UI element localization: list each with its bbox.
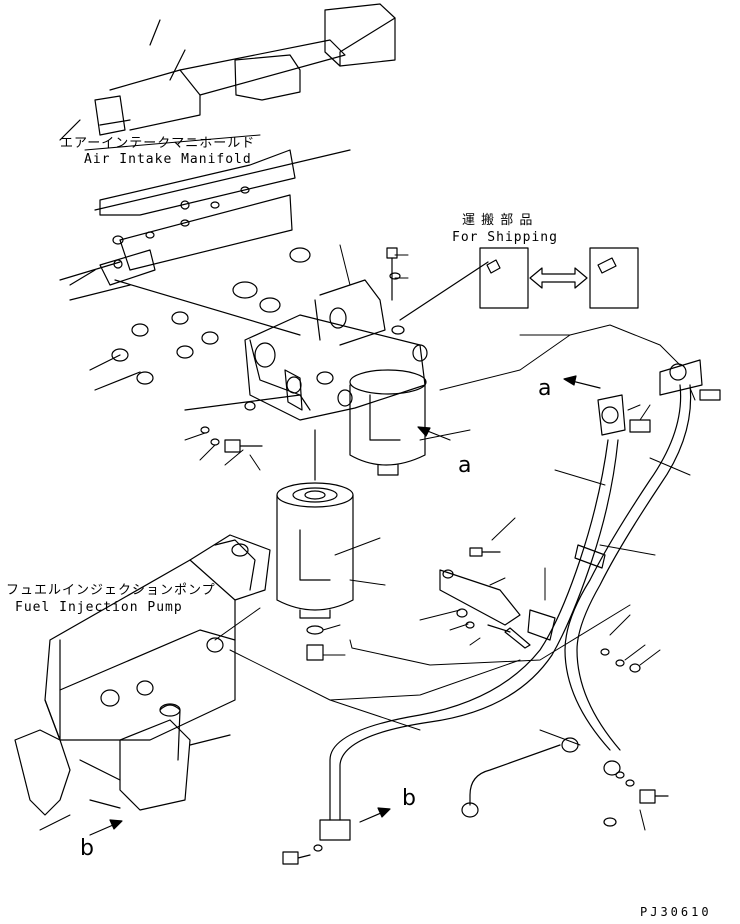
bottom-bolts [283, 772, 668, 864]
callout-arrows [90, 376, 600, 835]
head-bolts [185, 248, 404, 452]
shipping-parts [400, 248, 638, 320]
pump-label-jp: フュエルインジェクションポンプ [6, 583, 216, 598]
callout-b-bottom: b [402, 786, 416, 811]
drawing-code: PJ30610 [640, 905, 712, 919]
leader-lines [40, 135, 695, 830]
manifold-label-jp: エアーインテークマニホールド [60, 136, 256, 151]
manifold-label-en: Air Intake Manifold [84, 152, 252, 167]
air-intake-manifold [60, 4, 395, 300]
shipping-label-en: For Shipping [452, 230, 558, 245]
callout-a-lower: a [458, 453, 472, 478]
installed-fuel-filter [350, 370, 426, 475]
shipping-label-jp: 運 搬 部 品 [462, 213, 534, 228]
pump-label-en: Fuel Injection Pump [15, 600, 183, 615]
callout-a-upper: a [538, 376, 552, 401]
hose-clamps [440, 360, 720, 672]
gaskets-and-studs [70, 248, 310, 390]
fuel-injection-pump [15, 535, 270, 815]
callout-b-lower-left: b [80, 836, 94, 861]
filter-cartridge [277, 430, 353, 660]
fuel-hoses [320, 364, 691, 840]
